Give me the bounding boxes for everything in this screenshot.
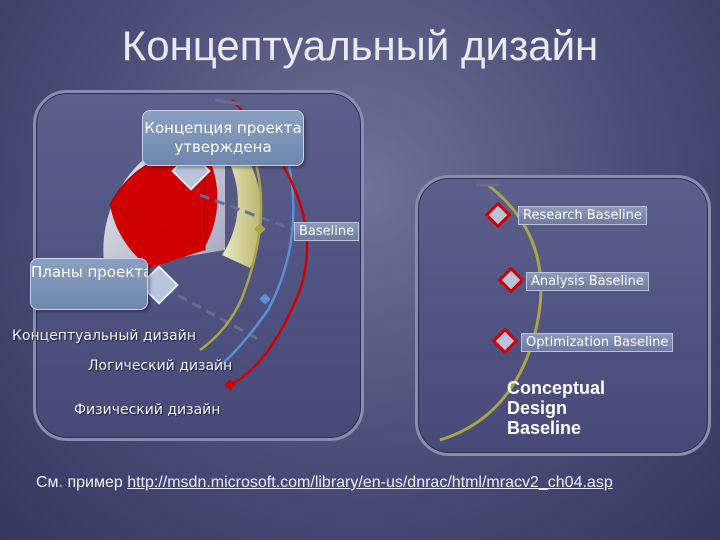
- stage-physical-label: Физический дизайн: [74, 402, 221, 418]
- optimization-diamond: [491, 327, 519, 355]
- footer-prefix: См. пример: [36, 474, 123, 491]
- blue-marker: [259, 293, 271, 305]
- optimization-baseline-label: Optimization Baseline: [521, 333, 674, 352]
- analysis-baseline-label: Analysis Baseline: [526, 272, 649, 291]
- red-wedge-lower: [110, 205, 205, 268]
- red-marker: [224, 379, 236, 391]
- research-baseline-label: Research Baseline: [518, 206, 647, 225]
- conceptual-design-baseline-label: Conceptual Design Baseline: [507, 378, 606, 438]
- stage-conceptual-label: Концептуальный дизайн: [12, 328, 196, 344]
- olive-marker: [254, 223, 266, 235]
- blue-arc: [214, 159, 295, 371]
- arc-tick: [214, 98, 241, 106]
- analysis-diamond: [497, 266, 525, 294]
- diamond-plans: [139, 265, 179, 305]
- stage-logical-label: Логический дизайн: [88, 358, 233, 374]
- olive-arc: [199, 159, 263, 352]
- dashed-ray-top: [199, 193, 301, 234]
- research-diamond: [484, 201, 512, 229]
- baseline-label: Baseline: [294, 222, 360, 241]
- callout-plans-approved: Планы проекта утверждены: [30, 258, 148, 310]
- callout-concept-approved: Концепция проекта утверждена: [142, 110, 304, 166]
- footer-link[interactable]: http://msdn.microsoft.com/library/en-us/…: [127, 474, 613, 491]
- slide-title: Концептуальный дизайн: [121, 22, 599, 69]
- footer-note: См. пример http://msdn.microsoft.com/lib…: [36, 474, 613, 492]
